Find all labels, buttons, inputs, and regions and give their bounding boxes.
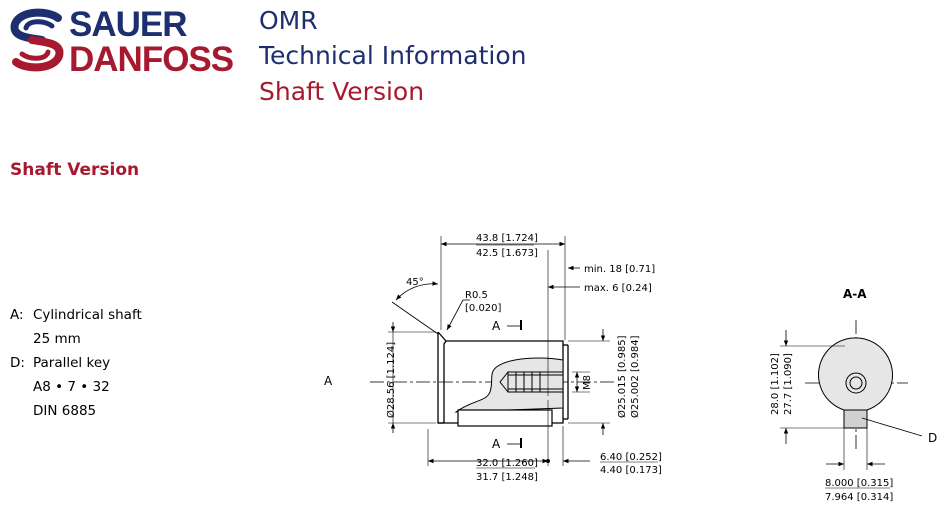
spec-a-key: A: [10,307,24,323]
view-label: A [324,374,333,388]
header-doc-type: Technical Information [259,41,527,70]
key-label-d: D [928,431,937,445]
length-min-label: 42.5 [1.673] [476,248,538,259]
radius-inch-label: [0.020] [465,303,502,314]
length-max-label: 43.8 [1.724] [476,233,538,244]
header-product: OMR [259,6,318,35]
key-height-min-label: 27.7 [1.090] [783,353,794,415]
breakout-section [454,357,564,413]
key-width-max-label: 8.000 [0.315] [825,478,893,489]
sauer-danfoss-s-logo-icon [10,8,64,72]
shaft-dia-min-label: Ø25.002 [0.984] [629,335,641,418]
threaded-hole [499,371,564,393]
shoulder-dia-label: Ø28.56 [1.124] [385,342,397,418]
angle-label: 45° [406,277,424,288]
offset-max-label: 6.40 [0.252] [600,452,662,463]
min18-label: min. 18 [0.71] [584,264,655,275]
brand-line-danfoss: DANFOSS [69,40,234,79]
max6-label: max. 6 [0.24] [584,283,652,294]
spec-d-std: DIN 6885 [33,403,97,419]
section-title: Shaft Version [10,160,140,180]
thread-label: M8 [582,375,593,390]
key-length-min-label: 31.7 [1.248] [476,472,538,483]
radius-label: R0.5 [465,290,488,301]
key-width-min-label: 7.964 [0.314] [825,492,893,503]
shaft-outline [437,331,569,424]
shaft-dia-max-label: Ø25.015 [0.985] [616,335,628,418]
offset-min-label: 4.40 [0.173] [600,465,662,476]
parallel-key [457,409,553,427]
section-mark-bottom: A [492,437,501,451]
key-length-max-label: 32.0 [1.260] [476,458,538,469]
spec-d-key: D: [10,355,25,371]
key-height-max-label: 28.0 [1.102] [770,353,781,415]
spec-d-name: Parallel key [33,355,111,371]
spec-a-name: Cylindrical shaft [33,307,142,323]
sauer-danfoss-logo: SAUER DANFOSS [8,4,240,79]
spec-d-size: A8 • 7 • 32 [33,379,110,395]
section-mark-top: A [492,319,501,333]
section-aa-title: A-A [843,287,867,301]
section-aa-view [805,320,908,450]
header-section: Shaft Version [259,77,425,106]
brand-line-sauer: SAUER [69,5,188,44]
spec-a-size: 25 mm [33,331,81,347]
